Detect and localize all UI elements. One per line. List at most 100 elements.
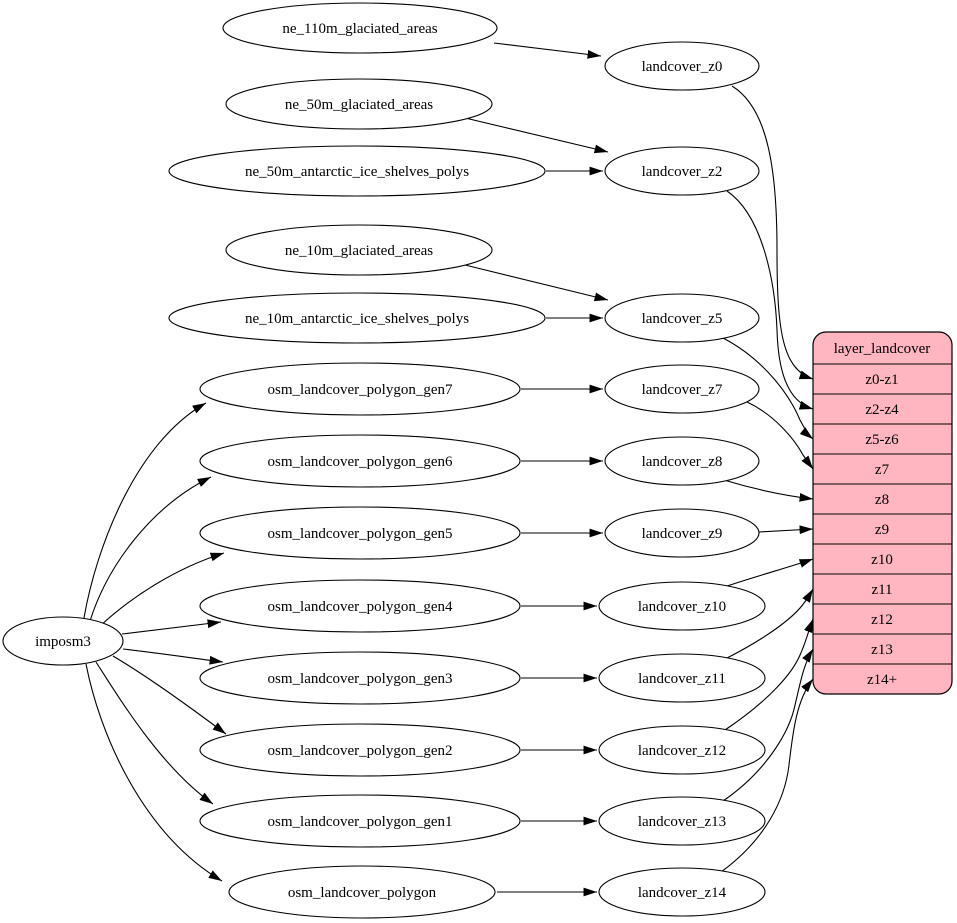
node-z0-shape	[604, 41, 760, 91]
node-osm-landcover-polygon-gen1: osm_landcover_polygon_gen1	[199, 794, 521, 848]
node-z11-shape	[598, 653, 766, 703]
edge-imposm3-gen2	[112, 655, 227, 735]
edge-z12-row-z12	[724, 618, 814, 731]
edges-sources	[460, 42, 609, 897]
table-row-z10: z10	[871, 552, 893, 568]
node-z8-label: landcover_z8	[642, 454, 723, 470]
edge-ne110m-z0	[493, 42, 602, 59]
edge-imposm3-gen4	[121, 619, 222, 635]
node-ne50ma-shape	[168, 145, 546, 197]
edge-z9-row-z9	[758, 525, 814, 535]
node-ne50mg-shape	[225, 78, 493, 130]
node-landcover-z5: landcover_z5	[604, 293, 760, 343]
node-z9-label: landcover_z9	[642, 526, 723, 542]
node-landcover-z13: landcover_z13	[598, 796, 766, 846]
node-landcover-z14: landcover_z14	[598, 867, 766, 917]
edge-imposm3-gen7	[83, 402, 207, 619]
node-z12-label: landcover_z12	[638, 743, 726, 759]
table-title: layer_landcover	[834, 341, 931, 357]
node-z2-label: landcover_z2	[642, 164, 723, 180]
node-z2-shape	[604, 146, 760, 196]
layer-landcover-table: layer_landcover z0-z1 z2-z4 z5-z6 z7 z8 …	[812, 331, 953, 695]
table-row-z2-z4: z2-z4	[865, 402, 899, 418]
table-row-z11: z11	[871, 582, 892, 598]
node-gen7-shape	[199, 362, 521, 416]
node-gen7-label: osm_landcover_polygon_gen7	[268, 382, 453, 398]
node-poly-label: osm_landcover_polygon	[288, 885, 437, 901]
node-landcover-z8: landcover_z8	[604, 436, 760, 486]
node-z8-shape	[604, 436, 760, 486]
node-ne10mg-shape	[225, 224, 493, 276]
table-row-z5-z6: z5-z6	[865, 432, 899, 448]
node-osm-landcover-polygon-gen7: osm_landcover_polygon_gen7	[199, 362, 521, 416]
node-gen2-label: osm_landcover_polygon_gen2	[268, 743, 453, 759]
node-osm-landcover-polygon-gen2: osm_landcover_polygon_gen2	[199, 723, 521, 777]
node-osm-landcover-polygon-gen3: osm_landcover_polygon_gen3	[199, 651, 521, 705]
node-ne-50m-glaciated-areas: ne_50m_glaciated_areas	[225, 78, 493, 130]
node-gen4-shape	[199, 579, 521, 633]
node-z13-label: landcover_z13	[638, 814, 726, 830]
node-ne-50m-antarctic-ice-shelves-polys: ne_50m_antarctic_ice_shelves_polys	[168, 145, 546, 197]
node-ne10mg-label: ne_10m_glaciated_areas	[285, 243, 433, 259]
node-landcover-z7: landcover_z7	[604, 364, 760, 414]
node-gen2-shape	[199, 723, 521, 777]
node-gen6-shape	[199, 434, 521, 488]
edge-imposm3-poly	[85, 663, 223, 882]
node-z10-shape	[598, 581, 766, 631]
edge-imposm3-gen1	[95, 661, 214, 805]
node-gen3-label: osm_landcover_polygon_gen3	[268, 671, 453, 687]
node-gen5-label: osm_landcover_polygon_gen5	[268, 526, 453, 542]
node-landcover-z11: landcover_z11	[598, 653, 766, 703]
node-z14-shape	[598, 867, 766, 917]
node-z11-label: landcover_z11	[638, 671, 726, 687]
table-row-z8: z8	[875, 492, 889, 508]
table-row-z7: z7	[875, 462, 890, 478]
edge-z0-row-z0-z1	[731, 85, 814, 380]
edge-z5-row-z5-z6	[722, 337, 814, 440]
edges-imposm3	[83, 402, 227, 882]
edges-to-table	[720, 85, 814, 873]
node-ne-10m-antarctic-ice-shelves-polys: ne_10m_antarctic_ice_shelves_polys	[168, 292, 546, 344]
edge-z7-row-z7	[746, 401, 814, 470]
node-imposm3: imposm3	[2, 616, 124, 666]
node-ne10ma-label: ne_10m_antarctic_ice_shelves_polys	[245, 311, 469, 327]
table-row-z14plus: z14+	[867, 672, 897, 688]
table-row-z12: z12	[871, 612, 893, 628]
edge-imposm3-gen6	[89, 476, 212, 622]
node-ne110m-label: ne_110m_glaciated_areas	[282, 21, 437, 37]
edge-ne10mg-z5	[460, 263, 609, 302]
node-z12-shape	[598, 725, 766, 775]
table-row-z0-z1: z0-z1	[865, 372, 898, 388]
edge-z2-row-z2-z4	[726, 190, 814, 410]
node-imposm3-label: imposm3	[35, 634, 91, 650]
node-osm-landcover-polygon-gen5: osm_landcover_polygon_gen5	[199, 506, 521, 560]
edge-z10-row-z10	[723, 558, 814, 588]
node-imposm3-shape	[2, 616, 124, 666]
node-osm-landcover-polygon: osm_landcover_polygon	[228, 865, 496, 919]
node-z7-label: landcover_z7	[642, 382, 723, 398]
edge-ne50mg-z2	[460, 116, 609, 154]
node-landcover-z9: landcover_z9	[604, 508, 760, 558]
edge-imposm3-gen5	[98, 552, 225, 628]
node-poly-shape	[228, 865, 496, 919]
node-ne50mg-label: ne_50m_glaciated_areas	[285, 97, 433, 113]
table-row-z13: z13	[871, 642, 893, 658]
node-landcover-z12: landcover_z12	[598, 725, 766, 775]
node-osm-landcover-polygon-gen6: osm_landcover_polygon_gen6	[199, 434, 521, 488]
edge-z13-row-z13	[722, 648, 814, 802]
node-z5-label: landcover_z5	[642, 311, 723, 327]
node-z14-label: landcover_z14	[638, 885, 727, 901]
node-ne10ma-shape	[168, 292, 546, 344]
node-landcover-z0: landcover_z0	[604, 41, 760, 91]
node-gen1-shape	[199, 794, 521, 848]
node-ne50ma-label: ne_50m_antarctic_ice_shelves_polys	[245, 164, 469, 180]
node-z7-shape	[604, 364, 760, 414]
node-gen5-shape	[199, 506, 521, 560]
node-gen3-shape	[199, 651, 521, 705]
edge-imposm3-gen3	[122, 648, 224, 665]
node-gen1-label: osm_landcover_polygon_gen1	[268, 814, 453, 830]
node-gen6-label: osm_landcover_polygon_gen6	[268, 454, 453, 470]
node-z0-label: landcover_z0	[642, 59, 723, 75]
